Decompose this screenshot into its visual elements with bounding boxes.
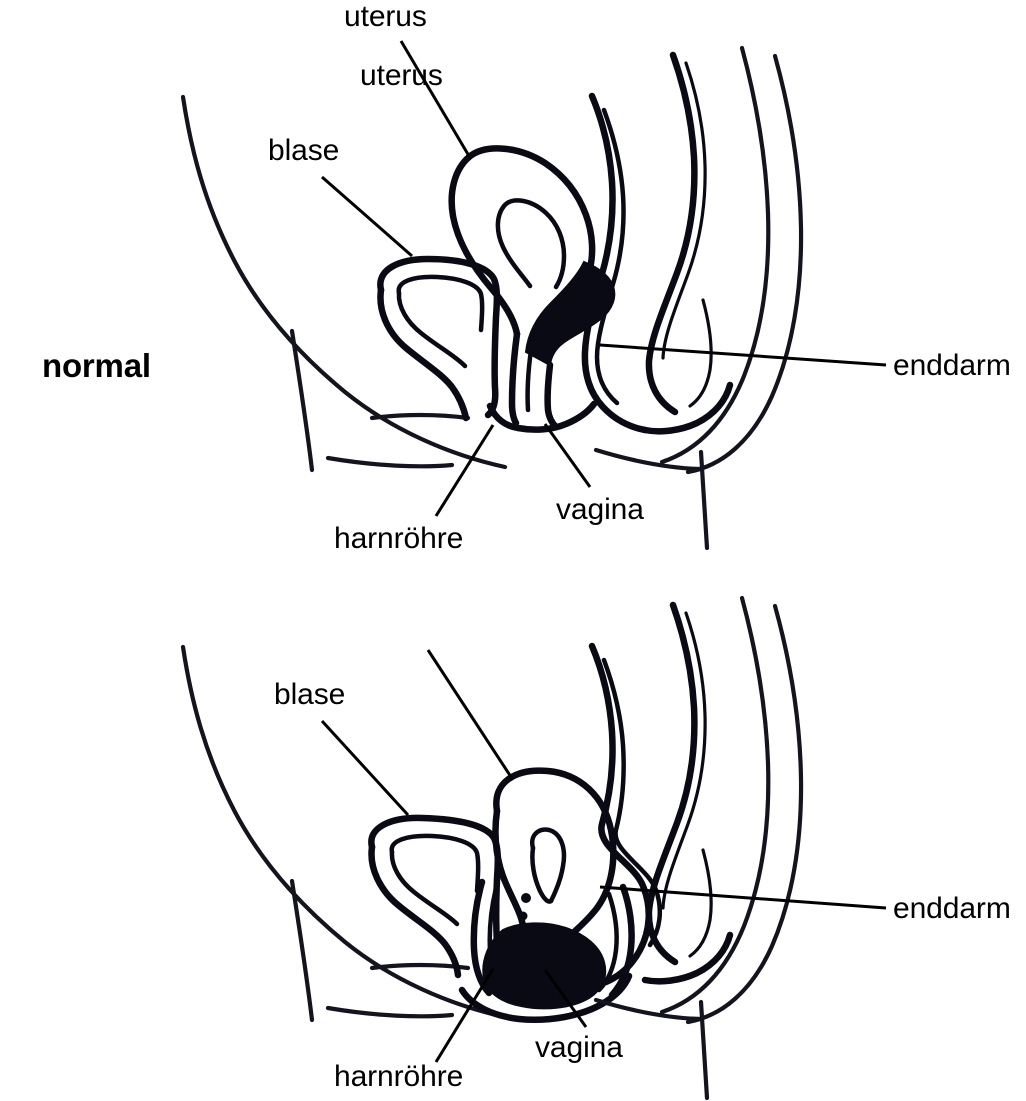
sacrum-contour <box>659 45 771 465</box>
gluteal-crease <box>593 997 703 1022</box>
label-vagina-normal: vagina <box>556 493 644 526</box>
uterus-cavity <box>529 827 567 904</box>
rectum-anterior-inner <box>594 107 626 406</box>
leader-blase <box>321 175 413 258</box>
vagina-wall-anterior-inner <box>487 885 505 989</box>
sacrum-contour <box>659 595 771 1015</box>
perineum-contour <box>369 412 471 421</box>
os-marker-upper <box>521 893 531 903</box>
abdomen-contour <box>180 644 508 1020</box>
rectum-posterior-wall <box>645 601 698 966</box>
uterus-cavity-left <box>495 203 533 289</box>
leader-vagina <box>543 969 588 1028</box>
anal-canal <box>641 381 734 435</box>
label-harnrohre-prolapse: harnröhre <box>334 1060 464 1093</box>
introitus <box>458 972 633 1023</box>
rectum-posterior-wall <box>645 51 698 416</box>
leader-uterus <box>399 40 471 157</box>
uterus-outline-left <box>448 153 521 338</box>
uterus-cavity-left <box>530 845 554 904</box>
vagina-wall-posterior <box>544 361 560 431</box>
leader-harnrohre <box>434 424 495 517</box>
uterus-outline <box>465 145 596 276</box>
bladder-inner-lower <box>396 290 468 369</box>
anatomy-illustration-normal <box>180 40 887 550</box>
vagina-wall-posterior <box>608 883 635 999</box>
vagina-wall-anterior <box>470 878 493 997</box>
thigh-contour <box>289 328 315 473</box>
introitus <box>486 400 598 433</box>
bladder-outline-lower <box>368 843 462 979</box>
anal-canal <box>641 931 734 985</box>
uterus-outline <box>493 767 617 939</box>
anatomy-illustration-uterusprolaps <box>180 595 887 1101</box>
leader-enddarm <box>599 343 887 367</box>
uterus-outline-left <box>492 807 527 930</box>
thigh-contour <box>289 878 315 1023</box>
label-uterus-prolapse: uterus <box>360 59 443 92</box>
rectum-posterior-inner <box>661 61 707 360</box>
vagina-wall-anterior <box>508 330 521 427</box>
label-enddarm-normal: enddarm <box>893 349 1011 382</box>
abdomen-contour <box>180 94 508 470</box>
uterus-cavity <box>501 198 567 290</box>
rectum-anterior-wall <box>581 92 649 434</box>
leader-enddarm <box>599 885 887 910</box>
posterior-thigh-contour <box>698 999 710 1101</box>
leader-uterus <box>426 649 515 781</box>
rectum-anterior-wall <box>588 642 652 986</box>
os-marker-lower <box>518 911 528 921</box>
prolapse-shadow <box>482 922 607 1010</box>
leader-harnrohre <box>434 968 495 1063</box>
buttock-contour <box>685 53 804 475</box>
panel-normal: normal uterus blase enddarm vagina harnr… <box>0 0 1026 554</box>
label-vagina-prolapse: vagina <box>535 1031 623 1064</box>
bladder-inner-lower <box>389 849 460 927</box>
label-uterus-normal: uterus <box>344 0 427 33</box>
bladder-outline-lower <box>377 286 470 422</box>
leader-vagina <box>543 423 592 488</box>
lower-fold-contour <box>325 455 455 469</box>
posterior-thigh-contour <box>698 449 710 550</box>
cervix-shadow <box>524 260 616 367</box>
panel-uterusprolaps: uterusprolaps <box>0 550 1026 1101</box>
label-harnrohre-normal: harnröhre <box>334 522 464 555</box>
label-blase-normal: blase <box>268 134 340 167</box>
rectum-posterior-inner <box>661 611 707 910</box>
leader-blase <box>320 719 410 817</box>
rectum-anterior-inner <box>601 657 663 948</box>
anal-canal-inner <box>688 298 713 408</box>
label-blase-prolapse: blase <box>274 678 346 711</box>
anal-canal-inner <box>688 848 713 958</box>
lower-fold-contour <box>325 1005 455 1019</box>
buttock-contour <box>685 603 804 1025</box>
gluteal-crease <box>593 447 703 472</box>
vagina-lumen <box>525 347 534 413</box>
label-enddarm-prolapse: enddarm <box>893 892 1011 925</box>
condition-label-normal: normal <box>42 347 151 384</box>
bladder-inner <box>389 833 481 894</box>
bladder-inner <box>396 274 485 333</box>
